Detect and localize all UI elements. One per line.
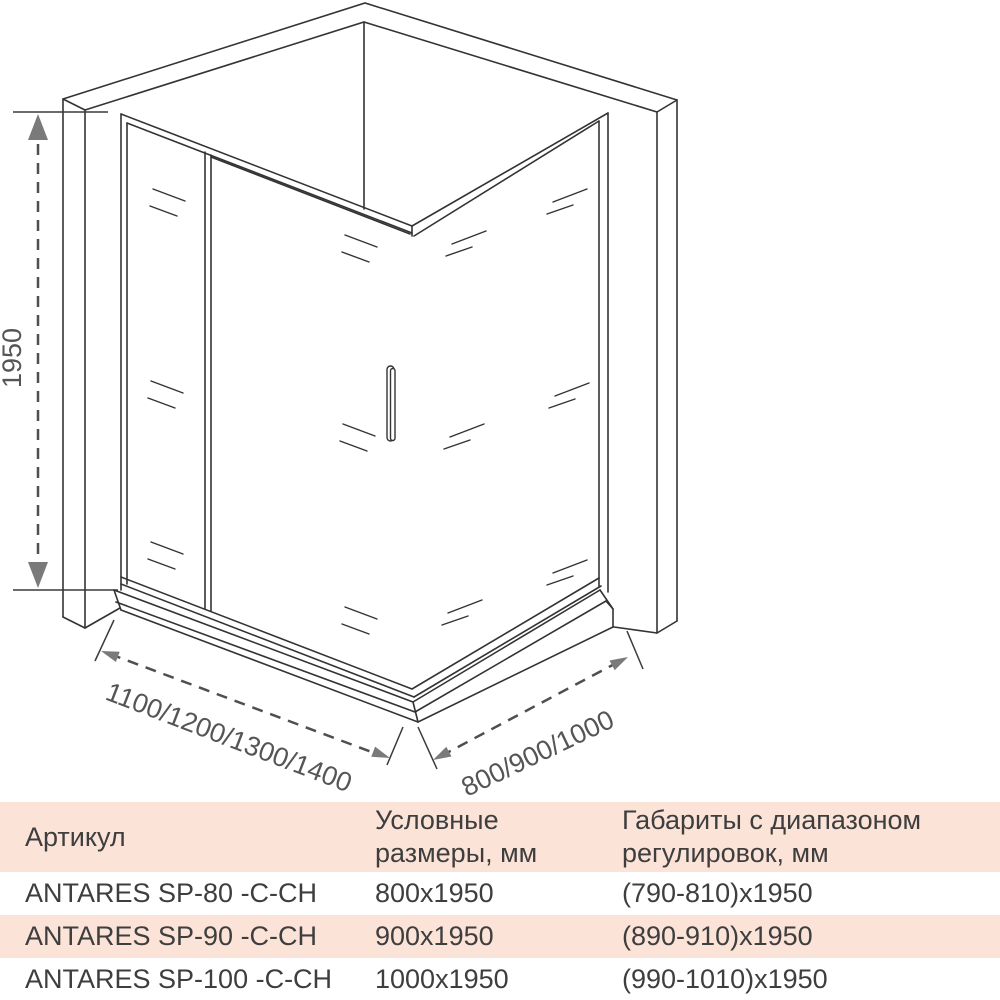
dimension-height: 1950 bbox=[0, 111, 118, 591]
enclosure-frame bbox=[120, 112, 609, 698]
diagram-svg: 1950 1100/1200/1300/1400 800/900/1000 bbox=[0, 2, 678, 800]
side-width-label: 800/900/1000 bbox=[457, 704, 619, 800]
header-range-line1: Габариты с диапазоном bbox=[622, 805, 922, 835]
header-article: Артикул bbox=[25, 822, 126, 852]
door-handle-icon bbox=[386, 365, 396, 442]
size-cell: 900x1950 bbox=[375, 921, 494, 951]
header-range: Габариты с диапазоном регулировок, мм bbox=[622, 804, 921, 870]
front-width-label: 1100/1200/1300/1400 bbox=[102, 677, 356, 798]
dimension-front-width: 1100/1200/1300/1400 bbox=[94, 619, 404, 798]
size-cell: 1000x1950 bbox=[375, 964, 509, 994]
table-row: ANTARES SP-100 -C-CH 1000x1950 (990-1010… bbox=[0, 958, 1000, 1000]
header-size: Условные размеры, мм bbox=[375, 804, 537, 870]
range-cell: (890-910)x1950 bbox=[622, 921, 813, 951]
article-cell: ANTARES SP-80 -C-CH bbox=[25, 878, 318, 908]
header-range-line2: регулировок, мм bbox=[622, 838, 829, 868]
height-label: 1950 bbox=[0, 328, 27, 388]
table-row: ANTARES SP-90 -C-CH 900x1950 (890-910)x1… bbox=[0, 915, 1000, 958]
article-cell: ANTARES SP-100 -C-CH bbox=[25, 964, 333, 994]
range-cell: (790-810)x1950 bbox=[622, 878, 813, 908]
base-tray bbox=[113, 589, 614, 723]
header-size-line1: Условные bbox=[375, 805, 499, 835]
table-row: ANTARES SP-80 -C-CH 800x1950 (790-810)x1… bbox=[0, 872, 1000, 915]
glass-reflection-marks bbox=[147, 188, 590, 635]
header-size-line2: размеры, мм bbox=[375, 838, 538, 868]
spec-table: Артикул Условные размеры, мм Габариты с … bbox=[0, 800, 1000, 1000]
article-cell: ANTARES SP-90 -C-CH bbox=[25, 921, 318, 951]
room-walls bbox=[62, 2, 678, 634]
shower-enclosure-diagram: 1950 1100/1200/1300/1400 800/900/1000 bbox=[0, 2, 678, 800]
table-header-row: Артикул Условные размеры, мм Габариты с … bbox=[0, 802, 1000, 872]
dimension-side-width: 800/900/1000 bbox=[417, 630, 644, 800]
range-cell: (990-1010)x1950 bbox=[622, 964, 828, 994]
size-cell: 800x1950 bbox=[375, 878, 494, 908]
